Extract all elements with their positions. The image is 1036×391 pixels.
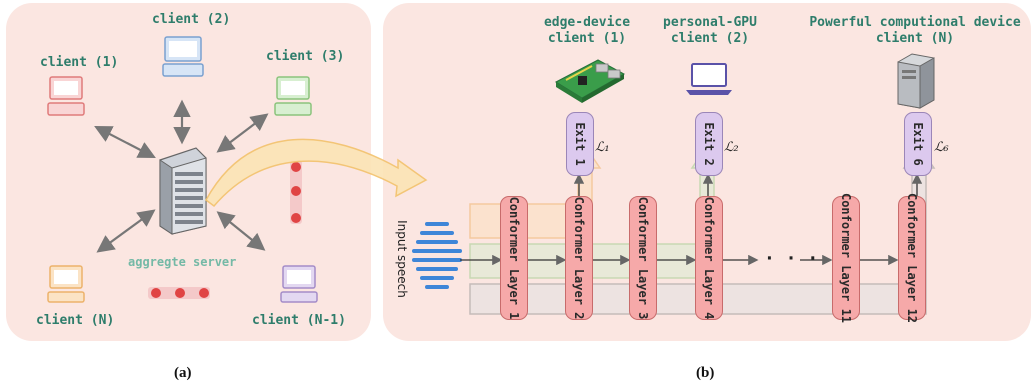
powerful-device-line2: client (N) [875, 31, 955, 46]
powerful-device-label: Powerful computional device client (N) [809, 15, 1020, 47]
conformer-layer-1-label: Conformer Layer 1 [507, 196, 521, 320]
conformer-layer-12: Conformer Layer 12 [898, 192, 926, 324]
conformer-layer-11-label: Conformer Layer 11 [839, 192, 853, 324]
monitor-icon-client-1 [47, 76, 85, 116]
exit-6-label: Exit 6 [911, 122, 925, 166]
edge-device-line1: edge-device [543, 15, 631, 30]
client-n-label: client (N) [36, 313, 115, 328]
conformer-layer-3: Conformer Layer 3 [629, 196, 657, 320]
caption-a: (a) [174, 365, 192, 381]
layer-ellipsis: · · · [764, 248, 819, 269]
laptop-icon [686, 63, 732, 95]
server-icon [159, 147, 207, 235]
monitor-icon-client-n-1 [280, 265, 318, 303]
exit-6: Exit 6 [904, 112, 932, 176]
loss-l2: ℒ₂ [724, 140, 739, 155]
monitor-icon-client-2 [162, 36, 204, 77]
exit-2-label: Exit 2 [702, 122, 716, 166]
conformer-layer-12-label: Conformer Layer 12 [905, 192, 919, 324]
edge-device-label: edge-device client (1) [544, 15, 630, 47]
client-1-label: client (1) [40, 55, 119, 70]
ellipsis-dots-horizontal [148, 287, 210, 299]
exit-1: Exit 1 [566, 112, 594, 176]
conformer-layer-2: Conformer Layer 2 [565, 196, 593, 320]
exit-2: Exit 2 [695, 112, 723, 176]
conformer-layer-1: Conformer Layer 1 [500, 196, 528, 320]
edge-device-line2: client (1) [547, 31, 627, 46]
loss-l1: ℒ₁ [595, 140, 610, 155]
caption-b: (b) [696, 365, 715, 381]
exit-1-label: Exit 1 [573, 122, 587, 166]
conformer-layer-4-label: Conformer Layer 4 [702, 196, 716, 320]
conformer-layer-3-label: Conformer Layer 3 [636, 196, 650, 320]
conformer-layer-11: Conformer Layer 11 [832, 192, 860, 324]
workstation-tower-icon [897, 53, 935, 109]
ellipsis-dots-vertical [290, 160, 302, 224]
powerful-device-line1: Powerful computional device [809, 15, 1021, 30]
monitor-icon-client-n [47, 265, 85, 303]
client-n-1-label: client (N-1) [252, 313, 346, 328]
input-speech-label: Input speech [395, 220, 409, 298]
server-label: aggregte server [128, 255, 237, 269]
client-3-label: client (3) [266, 49, 345, 64]
personal-gpu-line2: client (2) [670, 31, 750, 46]
conformer-layer-2-label: Conformer Layer 2 [572, 196, 586, 320]
raspberry-pi-icon [554, 59, 626, 103]
conformer-layer-4: Conformer Layer 4 [695, 196, 723, 320]
personal-gpu-label: personal-GPU client (2) [663, 15, 757, 47]
monitor-icon-client-3 [274, 76, 312, 116]
speech-waveform-icon [412, 222, 462, 289]
client-2-label: client (2) [152, 12, 231, 27]
personal-gpu-line1: personal-GPU [663, 15, 757, 30]
loss-l6: ℒ₆ [934, 140, 949, 155]
server-to-clients-arrow [205, 138, 428, 208]
